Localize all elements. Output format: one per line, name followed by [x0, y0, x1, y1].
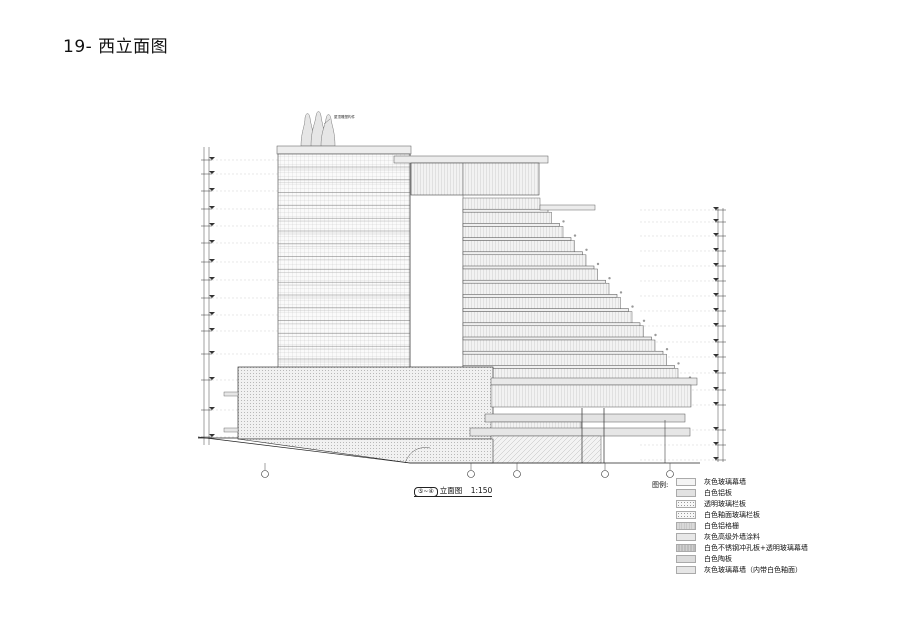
- terrace-slab: [462, 322, 641, 327]
- level-marker-icon: [713, 293, 719, 296]
- level-marker-icon: [209, 259, 215, 262]
- legend-swatch: [676, 478, 696, 486]
- level-marker-icon: [209, 188, 215, 191]
- level-marker-icon: [713, 248, 719, 251]
- stepped-terraces: [462, 197, 692, 383]
- main-tower: [276, 145, 412, 369]
- terrace-planting: [562, 220, 565, 223]
- legend-label: 白色陶板: [704, 555, 732, 563]
- level-marker-icon: [713, 442, 719, 445]
- podium: [237, 366, 698, 464]
- level-marker-icon: [713, 339, 719, 342]
- terrace-slab: [462, 294, 618, 298]
- level-marker-icon: [209, 157, 215, 160]
- legend-label: 透明玻璃栏板: [704, 500, 746, 508]
- terrace-slab: [462, 223, 560, 227]
- right-level-dimension-ladder: [717, 208, 724, 462]
- drawing-caption: 立面图: [439, 486, 463, 495]
- legend-label: 白色不锈钢冲孔板+透明玻璃幕墙: [704, 544, 808, 552]
- terrace-planting: [631, 305, 634, 308]
- grid-axis-bubble: [513, 470, 521, 478]
- level-marker-icon: [713, 308, 719, 311]
- level-marker-icon: [209, 240, 215, 243]
- level-marker-icon: [713, 402, 719, 405]
- legend-swatch: [676, 522, 696, 530]
- grid-axis-bubble: [601, 470, 609, 478]
- level-marker-icon: [209, 312, 215, 315]
- terrace-slab: [462, 365, 675, 369]
- legend-label: 灰色玻璃幕墙（内带白色釉面）: [704, 566, 802, 574]
- terrace-slab: [462, 237, 572, 241]
- terrace-planting: [573, 234, 577, 237]
- level-marker-icon: [209, 206, 215, 209]
- terrace-planting: [596, 262, 600, 266]
- terrace-slab: [462, 336, 652, 341]
- level-marker-icon: [209, 377, 215, 380]
- legend-label: 灰色玻璃幕墙: [704, 478, 746, 486]
- legend-label: 白色铝板: [704, 489, 732, 497]
- terrace-slab: [462, 208, 549, 213]
- level-marker-icon: [713, 263, 719, 266]
- level-marker-icon: [209, 434, 215, 437]
- terrace-planting: [654, 333, 657, 337]
- legend-swatch: [676, 566, 696, 574]
- level-marker-icon: [209, 295, 215, 298]
- drawing-scale: 1:150: [470, 486, 493, 495]
- terrace-planting: [608, 277, 611, 280]
- level-marker-icon: [713, 387, 719, 390]
- left-level-ticks: [201, 157, 215, 438]
- terrace-planting: [585, 248, 588, 251]
- level-marker-icon: [713, 323, 719, 326]
- level-marker-icon: [209, 351, 215, 354]
- grid-axis-bubble: [261, 470, 269, 478]
- level-marker-icon: [713, 207, 719, 210]
- legend-label: 白色铝格栅: [704, 522, 739, 530]
- terrace-slab: [462, 279, 606, 284]
- level-marker-icon: [713, 219, 719, 222]
- level-marker-icon: [209, 407, 215, 410]
- terrace-slab: [462, 308, 629, 312]
- legend-swatch: [676, 533, 696, 541]
- left-level-dimension-ladder: [203, 147, 210, 445]
- level-marker-icon: [713, 370, 719, 373]
- legend-label: 灰色高级外墙涂料: [704, 533, 760, 541]
- terrace-slab: [462, 265, 595, 270]
- legend-swatch: [676, 555, 696, 563]
- ground-line: [197, 436, 700, 464]
- terrace-slab: [462, 350, 664, 355]
- level-marker-icon: [713, 278, 719, 281]
- legend-heading: 图例:: [652, 481, 669, 489]
- page-title: 19- 西立面图: [63, 37, 169, 57]
- grid-axis-bubble: [666, 470, 674, 478]
- level-marker-icon: [713, 427, 719, 430]
- level-marker-icon: [209, 171, 215, 174]
- middle-block: [393, 155, 549, 368]
- level-marker-icon: [209, 277, 215, 280]
- terrace-planting: [677, 362, 680, 365]
- right-level-ticks: [713, 207, 726, 461]
- terrace-slab: [462, 251, 583, 256]
- legend-swatch: [676, 544, 696, 552]
- grid-axis-bubble: [467, 470, 475, 478]
- level-marker-icon: [713, 457, 719, 460]
- terrace-planting: [619, 291, 623, 294]
- sculpture-callout: 屋顶雕塑构件: [334, 114, 355, 119]
- terrace-planting: [665, 348, 669, 351]
- rooftop-sculpture: [300, 111, 336, 147]
- level-marker-icon: [713, 354, 719, 357]
- level-marker-icon: [209, 223, 215, 226]
- legend-swatch: [676, 500, 696, 508]
- terrace-planting: [642, 319, 646, 322]
- level-marker-icon: [713, 233, 719, 236]
- level-marker-icon: [209, 328, 215, 331]
- grid-axes: [261, 463, 674, 478]
- legend-swatch: [676, 489, 696, 497]
- legend-label: 白色釉面玻璃栏板: [704, 511, 760, 519]
- roof-parapet: [539, 204, 596, 211]
- legend-swatch: [676, 511, 696, 519]
